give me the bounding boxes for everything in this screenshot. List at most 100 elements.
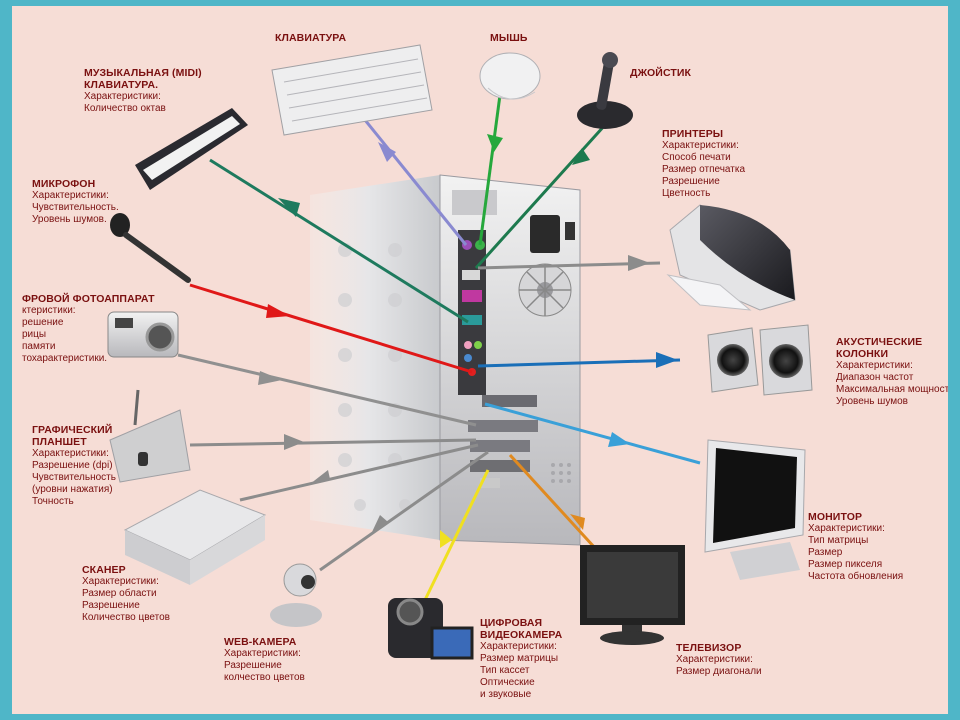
monitor-arrow (484, 402, 701, 465)
microphone-arrow (189, 283, 473, 374)
keyboard-label: КЛАВИАТУРА (275, 32, 346, 45)
tv-line: Характеристики: (676, 654, 753, 665)
parallel-port (462, 290, 482, 302)
scanner-side (190, 515, 265, 585)
webcam-title: WEB-КАМЕРА (224, 636, 297, 648)
scanner-line: Количество цветов (82, 612, 170, 623)
microphone-arrowhead (266, 304, 290, 318)
joystick-arrowhead (572, 148, 590, 165)
tv-stand (600, 631, 664, 645)
lower-vent (551, 463, 571, 483)
printer-cover (700, 205, 795, 300)
midi-arrow (209, 158, 469, 324)
speakers-device (707, 324, 813, 396)
webcam-label: WEB-КАМЕРА Характеристики: Разрешение ко… (224, 636, 305, 684)
midi-keyboard-device (135, 108, 248, 190)
monitor-line: Частота обновления (808, 571, 904, 582)
joystick-label: ДЖОЙСТИК (630, 67, 691, 80)
joystick-title: ДЖОЙСТИК (630, 67, 692, 79)
frame-right (948, 0, 960, 720)
io-panel (458, 230, 486, 395)
tablet-title-1: ГРАФИЧЕСКИЙ (32, 424, 113, 436)
scanner-label: СКАНЕР Характеристики: Размер области Ра… (82, 564, 170, 624)
mouse-title: МЫШЬ (490, 32, 528, 44)
speakers-title-1: АКУСТИЧЕСКИЕ (836, 336, 923, 348)
power-switch (565, 222, 575, 240)
power-socket (530, 215, 560, 253)
expansion-slot-4 (470, 460, 530, 472)
tablet-pad (109, 409, 191, 483)
joystick-stick (596, 60, 614, 110)
mic-handle (123, 232, 191, 283)
tablet-puck (138, 452, 148, 466)
joystick-arrow (474, 123, 607, 270)
microphone-line: Характеристики: (32, 190, 109, 201)
firewire-port (480, 478, 500, 488)
videocamera-device (388, 598, 474, 660)
webcam-arrowhead (372, 515, 388, 532)
diagram-panel: КЛАВИАТУРА МЫШЬ ДЖОЙСТИК МУЗЫКАЛЬНАЯ (MI… (12, 6, 948, 714)
camera-flash (115, 318, 133, 328)
expansion-slot-2 (468, 420, 538, 432)
tv-arrowhead (570, 514, 585, 530)
webcam-base (270, 603, 322, 627)
speakers-label: АКУСТИЧЕСКИЕ КОЛОНКИ Характеристики: Диа… (836, 336, 948, 408)
camera-title: ФРОВОЙ ФОТОАППАРАТ (22, 293, 155, 305)
midi-title-2: КЛАВИАТУРА. (84, 79, 159, 91)
frame-left (0, 0, 12, 720)
case-side-panel (310, 175, 440, 540)
webcam-arrow (319, 450, 489, 572)
scanner-arrowhead (310, 470, 330, 484)
usb-port (462, 270, 480, 280)
monitor-line: Размер пикселя (808, 559, 883, 570)
tv-screen (587, 552, 678, 618)
videocam-arrow (423, 469, 490, 601)
tablet-arrow (189, 438, 477, 447)
frame-bottom (0, 714, 960, 720)
keyboard-device (271, 44, 433, 136)
midi-arrowhead (278, 198, 300, 217)
mic-jack (464, 341, 472, 349)
printer-arrowhead (628, 255, 650, 271)
tv-arrow (508, 453, 597, 550)
tv-title: ТЕЛЕВИЗОР (676, 642, 742, 654)
camera-lens (145, 322, 175, 352)
keyboard-body (271, 44, 433, 136)
speakers-arrowhead (656, 352, 678, 368)
microphone-device (110, 213, 191, 283)
speakers-line: Диапазон частот (836, 372, 914, 383)
monitor-title: МОНИТОР (808, 511, 863, 523)
line-out-jack (474, 341, 482, 349)
videocam-line: и звуковые (480, 689, 532, 700)
tablet-label: ГРАФИЧЕСКИЙ ПЛАНШЕТ Характеристики: Разр… (32, 424, 116, 508)
mouse-cable (487, 87, 536, 100)
printers-title: ПРИНТЕРЫ (662, 128, 724, 140)
mouse-device (479, 52, 541, 100)
printers-line: Характеристики: (662, 140, 739, 151)
webcam-line: колчество цветов (224, 672, 305, 683)
tablet-device (109, 389, 191, 483)
videocam-line: Тип кассет (480, 665, 530, 676)
speakers-line: Характеристики: (836, 360, 913, 371)
speakers-line: Максимальная мощность (836, 384, 948, 395)
monitor-arrowhead (608, 432, 630, 447)
keyboard-arrow (363, 119, 468, 246)
speakers-line: Уровень шумов (836, 396, 908, 407)
camera-label: ФРОВОЙ ФОТОАППАРАТ ктеристики: решение р… (22, 293, 155, 365)
scanner-title: СКАНЕР (82, 564, 126, 576)
expansion-slot-1 (482, 395, 537, 407)
printers-line: Способ печати (662, 152, 731, 163)
scanner-front (125, 530, 190, 585)
videocam-line: Размер матрицы (480, 653, 559, 664)
videocam-title-2: ВИДЕОКАМЕРА (480, 629, 563, 641)
camera-line: рицы (22, 329, 47, 340)
printers-line: Размер отпечатка (662, 164, 746, 175)
printers-line: Цветность (662, 188, 711, 199)
videocam-arrowhead (440, 530, 452, 548)
webcam-line: Характеристики: (224, 648, 301, 659)
tv-neck (622, 625, 642, 633)
joystick-base (577, 101, 633, 129)
midi-label: МУЗЫКАЛЬНАЯ (MIDI) КЛАВИАТУРА. Характери… (84, 67, 202, 115)
webcam-line: Разрешение (224, 660, 282, 671)
